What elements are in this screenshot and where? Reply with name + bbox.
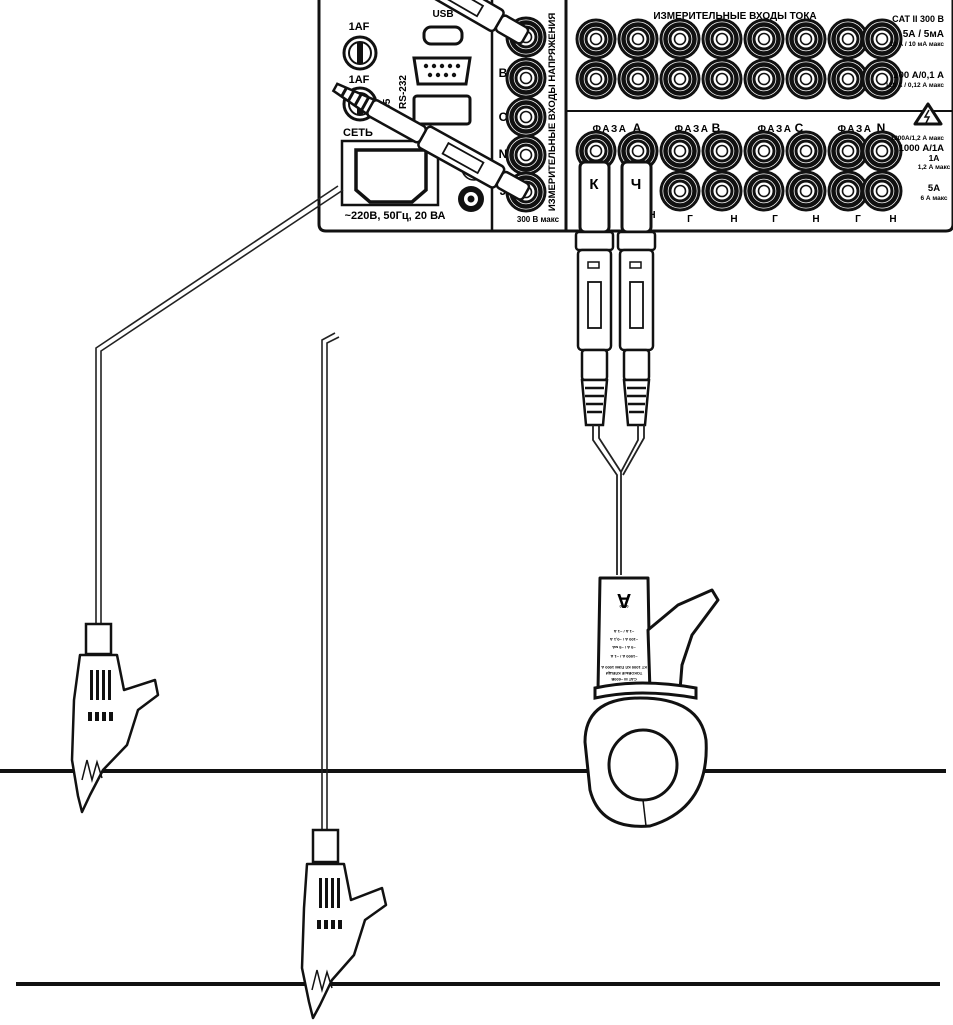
voltage-jack-c[interactable] <box>507 98 545 136</box>
ground-terminal[interactable] <box>458 186 484 212</box>
crocodile-clip-2[interactable] <box>300 828 388 1020</box>
current-jack[interactable] <box>829 172 867 210</box>
current-jack[interactable] <box>787 20 825 58</box>
current-plug-k-label: К <box>589 176 599 193</box>
voltage-channel-b-label: B <box>499 66 508 80</box>
clamp-marking-line: КТ 1000 КЛ ПЭМ 1000 А <box>601 665 647 670</box>
clamp-small-text: 0000 <box>619 604 629 609</box>
voltage-jack-n[interactable] <box>507 136 545 174</box>
current-jack[interactable] <box>787 132 825 170</box>
current-plug-ch[interactable]: Ч <box>616 160 657 427</box>
range-low2-main: 5А <box>928 183 940 194</box>
power-rating: ~220В, 50Гц, 20 ВА <box>345 210 446 222</box>
clamp-letter: А <box>617 589 631 611</box>
voltage-jack-b[interactable] <box>507 59 545 97</box>
clamp-marking-line: ТОКОВЫЕ КЛЕЩИ <box>606 671 643 676</box>
terminal-label-n: Н <box>889 214 896 225</box>
phase-c-word: ФАЗА <box>758 124 793 135</box>
current-jack[interactable] <box>829 20 867 58</box>
cat-rating: CAT II 300 В <box>892 14 944 24</box>
current-jack[interactable] <box>577 20 615 58</box>
voltage-plug-1[interactable] <box>330 0 531 47</box>
usb-label: USB <box>432 9 453 20</box>
phase-c-letter: C <box>795 121 804 135</box>
current-inputs-section: ИЗМЕРИТЕЛЬНЫЕ ВХОДЫ ТОКА CAT II 300 В 5А… <box>577 11 951 225</box>
clamp-marking-line: ~1 А / ~1 А <box>614 629 635 634</box>
current-jack[interactable] <box>703 172 741 210</box>
range-mid-main: 100 А/0,1 А <box>893 70 944 81</box>
current-jack[interactable] <box>863 20 901 58</box>
fuse2-label: 1AF <box>349 74 370 86</box>
voltage-max-label: 300 В макс <box>517 215 560 224</box>
crocodile-clip-1[interactable] <box>70 622 160 814</box>
range-low1-main2: 1А <box>929 153 940 163</box>
clamp-marking-line: ~100 А / ~0,1 А <box>610 637 638 642</box>
terminal-label-g: Г <box>772 214 778 225</box>
terminal-label-n: Н <box>812 214 819 225</box>
current-plug-ch-label: Ч <box>631 176 642 193</box>
mains-label: СЕТЬ <box>343 127 373 139</box>
current-jack[interactable] <box>745 20 783 58</box>
current-jack[interactable] <box>745 132 783 170</box>
voltage-channel-n-label: N <box>499 147 508 161</box>
range-low1-main: 1000 А/1А <box>899 143 945 154</box>
current-jack[interactable] <box>577 60 615 98</box>
current-jack[interactable] <box>661 172 699 210</box>
current-jack[interactable] <box>745 60 783 98</box>
voltage-lead-2 <box>300 77 532 1020</box>
current-jack[interactable] <box>829 132 867 170</box>
clamp-marking-line: ~1000 А / ~1 А <box>610 654 637 659</box>
current-jack[interactable] <box>863 172 901 210</box>
current-jack[interactable] <box>703 60 741 98</box>
range-low1-sub: 1200А/1,2 А макс <box>891 135 945 142</box>
range-top-sub: 10 А / 10 мА макс <box>889 41 944 48</box>
clamp-markings: CAT III ~600В ТОКОВЫЕ КЛЕЩИ КТ 1000 КЛ П… <box>601 629 647 682</box>
current-clamp[interactable]: А 0000 CAT III ~600В ТОКОВЫЕ КЛЕЩИ КТ 10… <box>583 576 720 828</box>
voltage-plug-2[interactable] <box>330 77 532 204</box>
range-top-main: 5А / 5мА <box>903 29 944 40</box>
fuse1-label: 1AF <box>349 21 370 33</box>
fuse1-holder[interactable] <box>342 35 378 71</box>
current-jack[interactable] <box>661 20 699 58</box>
current-jack[interactable] <box>619 60 657 98</box>
terminal-label-n: Н <box>730 214 737 225</box>
warning-triangle-icon <box>913 102 943 126</box>
current-jack[interactable] <box>787 60 825 98</box>
voltage-lead-1 <box>70 0 531 814</box>
phase-n-letter: N <box>877 121 886 135</box>
current-jack[interactable] <box>829 60 867 98</box>
power-section: 1AF 1AF СЕТЬ USB RS-232 485 <box>340 9 487 222</box>
range-low1-sub2: 1,2 А макс <box>918 164 951 171</box>
voltage-inputs-title: ИЗМЕРИТЕЛЬНЫЕ ВХОДЫ НАПРЯЖЕНИЯ <box>547 13 558 211</box>
current-jack[interactable] <box>703 20 741 58</box>
phase-b-word: ФАЗА <box>675 124 710 135</box>
rs232-label: RS-232 <box>398 75 409 109</box>
current-jack[interactable] <box>661 132 699 170</box>
terminal-label-g: Г <box>687 214 693 225</box>
rs232-port[interactable] <box>412 56 472 86</box>
terminal-label-g: Г <box>855 214 861 225</box>
current-jack[interactable] <box>745 172 783 210</box>
phase-b-letter: B <box>712 121 721 135</box>
mains-socket[interactable] <box>340 139 440 207</box>
current-jack[interactable] <box>619 20 657 58</box>
current-probe-lead: К Ч А 0000 <box>574 160 720 828</box>
range-mid-sub: 120 А / 0,12 А макс <box>885 82 944 89</box>
phase-n-word: ФАЗА <box>838 124 873 135</box>
current-jack[interactable] <box>703 132 741 170</box>
rs485-port[interactable] <box>412 94 472 126</box>
current-plug-k[interactable]: К <box>574 160 615 427</box>
clamp-marking-line: ~5 А / ~5 мА <box>612 645 636 650</box>
voltage-channel-c-label: C <box>499 110 508 124</box>
current-inputs-title: ИЗМЕРИТЕЛЬНЫЕ ВХОДЫ ТОКА <box>653 11 816 22</box>
usb-port[interactable] <box>422 25 464 46</box>
phase-a-letter: A <box>633 121 642 135</box>
current-jack[interactable] <box>787 172 825 210</box>
range-low2-sub: 6 А макс <box>920 195 947 202</box>
phase-a-word: ФАЗА <box>593 124 628 135</box>
current-jack[interactable] <box>661 60 699 98</box>
clamp-marking-line: CAT III ~600В <box>611 677 636 682</box>
